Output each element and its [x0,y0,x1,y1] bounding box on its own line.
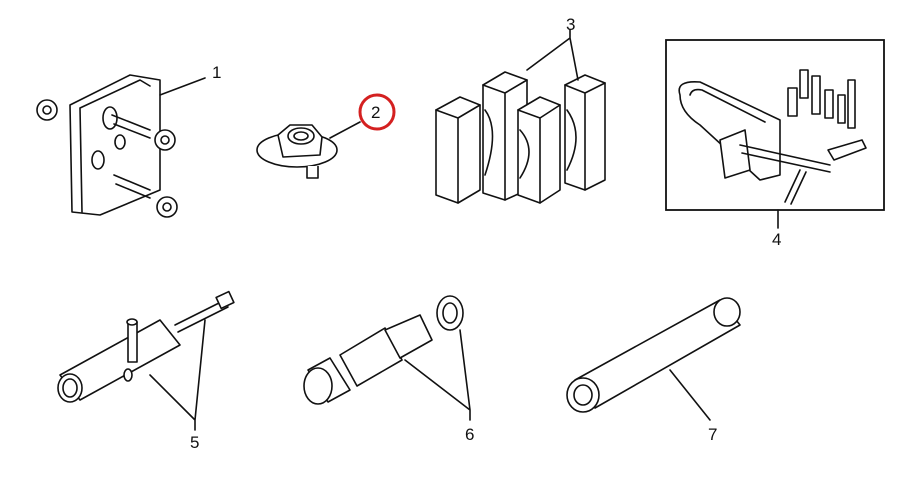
part-5-tube-pin-bolt: 5 [57,290,235,452]
highlight-circle [358,93,396,131]
part-label-1: 1 [212,63,221,82]
part-label-7: 7 [708,425,717,444]
part-label-4: 4 [772,230,781,249]
part-7-tube: 7 [566,297,741,444]
part-label-3: 3 [566,15,575,34]
part-4-puller-kit: 4 [665,39,885,249]
part-label-2: 2 [371,103,380,122]
part-label-6: 6 [465,425,474,444]
part-6-adapter-fitting: 6 [303,295,474,444]
part-2-nut-washer: 2 [256,93,396,179]
part-1-plate-tool: 1 [36,63,221,218]
part-3-blocks: 3 [435,15,606,204]
part-label-5: 5 [190,433,199,452]
